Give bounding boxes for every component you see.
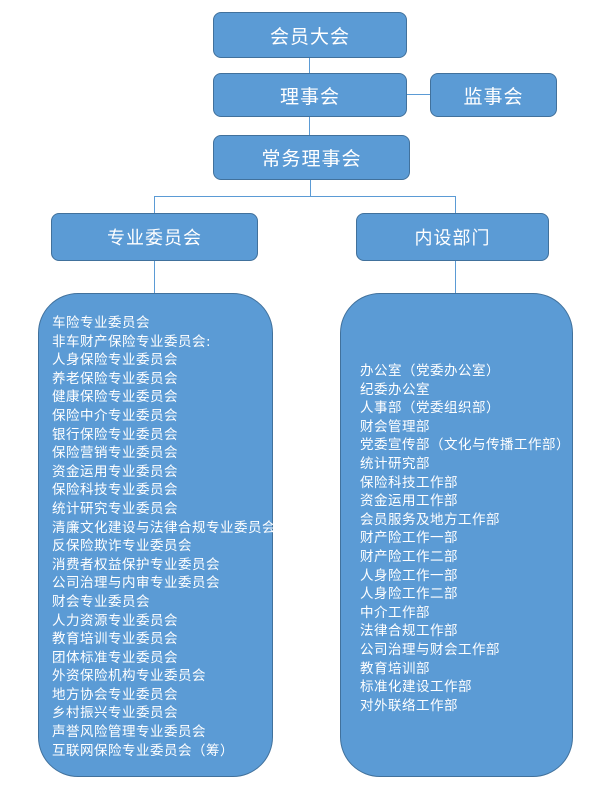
connector-standing-stub [310, 180, 311, 197]
list-item: 非车财产保险专业委员会: [52, 333, 212, 350]
list-item: 财会管理部 [360, 418, 430, 435]
node-internal-departments: 内设部门 [356, 213, 549, 261]
list-item: 反保险欺诈专业委员会 [52, 538, 192, 555]
list-item: 人身保险专业委员会 [52, 352, 178, 369]
list-item: 外资保险机构专业委员会 [52, 668, 206, 685]
connector-branch-to-departments [455, 196, 456, 213]
connector-council-to-standing [309, 117, 310, 135]
list-item: 法律合规工作部 [360, 623, 458, 640]
connector-departments-to-list [455, 261, 456, 293]
connector-committees-to-list [154, 261, 155, 293]
list-item: 会员服务及地方工作部 [360, 511, 500, 528]
list-item: 中介工作部 [360, 604, 430, 621]
connector-branch-to-committees [154, 196, 155, 213]
list-item: 教育培训专业委员会 [52, 631, 178, 648]
list-item: 办公室（党委办公室） [360, 363, 500, 379]
departments-list: 办公室（党委办公室） 纪委办公室人事部（党委组织部）财会管理部党委宣传部（文化与传… [341, 294, 572, 715]
connector-council-to-supervisory [407, 94, 430, 95]
node-special-committees: 专业委员会 [51, 213, 258, 261]
node-members-assembly: 会员大会 [213, 12, 407, 58]
list-item: 互联网保险专业委员会（筹） [52, 742, 234, 759]
list-item: 乡村振兴专业委员会 [52, 705, 178, 722]
list-item: 财产险工作二部 [360, 548, 458, 565]
list-item: 统计研究部 [360, 455, 430, 472]
node-board-of-directors: 理事会 [213, 73, 407, 117]
node-supervisory-board: 监事会 [430, 73, 557, 117]
list-item: 保险科技专业委员会 [52, 482, 178, 499]
list-item: 党委宣传部（文化与传播工作部） [360, 437, 570, 454]
list-item: 公司治理与财会工作部 [360, 641, 500, 658]
list-item: 清廉文化建设与法律合规专业委员会 [52, 519, 276, 536]
list-item: 统计研究专业委员会 [52, 500, 178, 517]
list-item: 保险中介专业委员会 [52, 407, 178, 424]
list-item: 保险营销专业委员会 [52, 445, 178, 462]
list-item: 标准化建设工作部 [360, 679, 472, 696]
list-item: 消费者权益保护专业委员会 [52, 556, 220, 573]
list-item: 教育培训部 [360, 660, 430, 677]
list-item: 养老保险专业委员会 [52, 370, 178, 387]
list-item: 公司治理与内审专业委员会 [52, 575, 220, 592]
list-item: 财会专业委员会 [52, 593, 150, 610]
list-item: 纪委办公室 [360, 381, 430, 398]
list-item: 声誉风险管理专业委员会 [52, 724, 206, 741]
list-item: 地方协会专业委员会 [52, 686, 178, 703]
list-item: 保险科技工作部 [360, 474, 458, 491]
list-item: 车险专业委员会 [52, 315, 150, 331]
node-standing-council: 常务理事会 [213, 135, 410, 180]
list-item: 人身险工作一部 [360, 567, 458, 584]
list-item: 人身险工作二部 [360, 586, 458, 603]
connector-branch-horizontal [154, 196, 455, 197]
list-item: 健康保险专业委员会 [52, 389, 178, 406]
list-item: 财产险工作一部 [360, 530, 458, 547]
list-item: 人力资源专业委员会 [52, 612, 178, 629]
list-item: 银行保险专业委员会 [52, 426, 178, 443]
departments-list-box: 办公室（党委办公室） 纪委办公室人事部（党委组织部）财会管理部党委宣传部（文化与传… [340, 293, 573, 777]
list-item: 人事部（党委组织部） [360, 400, 500, 417]
list-item: 对外联络工作部 [360, 697, 458, 714]
list-item: 团体标准专业委员会 [52, 649, 178, 666]
connector-members-to-council [309, 58, 310, 73]
list-item: 资金运用工作部 [360, 493, 458, 510]
committees-list: 车险专业委员会非车财产保险专业委员会: 人身保险专业委员会养老保险专业委员会健康保… [39, 294, 276, 760]
list-item: 资金运用专业委员会 [52, 463, 178, 480]
committees-list-box: 车险专业委员会非车财产保险专业委员会: 人身保险专业委员会养老保险专业委员会健康保… [38, 293, 276, 777]
